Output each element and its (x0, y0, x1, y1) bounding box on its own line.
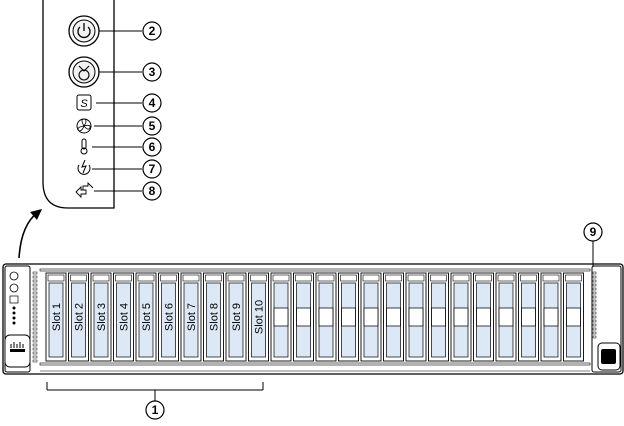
drive-bays: Slot 1 Slot 2 Slot 3 Slot 4 Slot 5 Slot 6 Slot… (45, 272, 584, 362)
drive-latch-icon[interactable] (408, 307, 424, 327)
drive-bay[interactable]: Slot 3 (90, 272, 112, 362)
drive-bay[interactable] (495, 272, 517, 362)
system-health-led-icon: S (76, 94, 92, 111)
drive-bay[interactable] (293, 272, 314, 362)
zoom-arrow-icon (18, 209, 42, 259)
svg-text:8: 8 (149, 184, 156, 198)
callout-9: 9 (583, 222, 603, 242)
drive-bay[interactable]: Slot 9 (225, 272, 247, 362)
fan-status-led-icon (76, 118, 92, 134)
rack-handle[interactable] (597, 342, 621, 371)
drive-bay[interactable] (383, 272, 404, 362)
svg-text:1: 1 (152, 403, 159, 417)
svg-text:2: 2 (149, 24, 156, 38)
drive-latch-icon[interactable] (273, 307, 289, 327)
network-activity-led-icon (75, 181, 94, 199)
callout-7: 7 (142, 159, 162, 179)
drive-latch-icon[interactable] (476, 307, 491, 327)
slot-label: Slot 8 (209, 303, 221, 331)
drive-latch-icon[interactable] (341, 307, 356, 327)
drive-latch-icon[interactable] (386, 307, 401, 327)
drive-bay[interactable]: Slot 4 (113, 272, 134, 362)
drive-bay[interactable]: Slot 8 (203, 272, 224, 362)
drive-bay[interactable] (428, 272, 449, 362)
drive-bay[interactable] (473, 272, 494, 362)
drive-bay[interactable] (405, 272, 427, 362)
drive-bay[interactable]: Slot 7 (180, 272, 202, 362)
svg-text:6: 6 (149, 140, 156, 154)
power-supply-status-led-icon (77, 159, 91, 175)
drive-bay[interactable]: Slot 5 (135, 272, 157, 362)
callout-1-bracket (46, 382, 264, 401)
slot-label: Slot 4 (119, 303, 131, 331)
drive-latch-icon[interactable] (543, 307, 559, 327)
callout-5: 5 (142, 116, 162, 136)
drive-latch-icon[interactable] (363, 307, 379, 327)
callout-2: 2 (142, 21, 162, 41)
drive-bay[interactable]: Slot 1 (45, 272, 67, 362)
svg-text:5: 5 (149, 119, 156, 133)
drive-bay[interactable] (315, 272, 337, 362)
drive-bay[interactable] (540, 272, 562, 362)
slot-label: Slot 3 (96, 303, 108, 331)
drive-bay[interactable]: Slot 6 (158, 272, 179, 362)
slot-label: Slot 5 (141, 303, 153, 331)
svg-text:3: 3 (149, 65, 156, 79)
drive-bay[interactable] (450, 272, 472, 362)
svg-text:9: 9 (590, 225, 597, 239)
left-rack-ear (4, 265, 31, 373)
left-vent-strip (32, 271, 38, 363)
slot-label: Slot 1 (51, 303, 63, 331)
svg-text:4: 4 (149, 96, 156, 110)
power-button-icon[interactable] (68, 15, 100, 47)
drive-bay[interactable] (360, 272, 382, 362)
slot-label: Slot 7 (186, 303, 198, 331)
drive-bay[interactable] (338, 272, 359, 362)
svg-text:S: S (80, 98, 88, 110)
svg-text:7: 7 (149, 162, 156, 176)
drive-bay[interactable] (270, 272, 292, 362)
drive-latch-icon[interactable] (431, 307, 446, 327)
drive-latch-icon[interactable] (498, 307, 514, 327)
callout-8: 8 (142, 181, 162, 201)
slot-label: Slot 2 (74, 303, 86, 331)
drive-latch-icon[interactable] (296, 307, 311, 327)
drive-bay[interactable] (563, 272, 584, 362)
drive-latch-icon[interactable] (566, 307, 581, 327)
callout-1: 1 (145, 400, 165, 420)
cisco-logo (10, 342, 25, 352)
callout-3: 3 (142, 62, 162, 82)
drive-latch-icon[interactable] (318, 307, 334, 327)
drive-latch-icon[interactable] (521, 307, 536, 327)
unit-id-button-icon[interactable] (68, 56, 100, 88)
drive-latch-icon[interactable] (453, 307, 469, 327)
drive-bay[interactable]: Slot 2 (68, 272, 89, 362)
slot-label: Slot 6 (164, 303, 176, 331)
temperature-status-led-icon (80, 138, 88, 155)
callout-4: 4 (142, 93, 162, 113)
drive-bay[interactable] (518, 272, 539, 362)
callout-6: 6 (142, 137, 162, 157)
right-vent-strip (592, 271, 597, 339)
drive-bay[interactable]: Slot 10 (248, 272, 269, 362)
slot-label: Slot 9 (231, 303, 243, 331)
slot-label: Slot 10 (254, 300, 266, 334)
